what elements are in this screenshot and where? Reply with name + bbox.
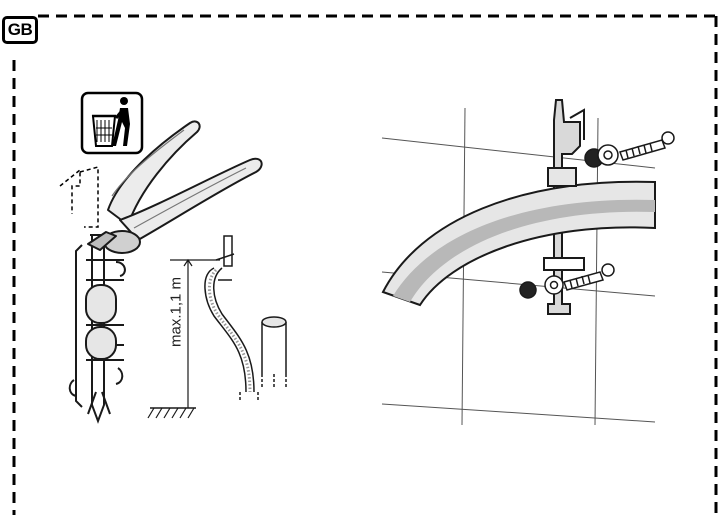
language-badge: GB: [2, 16, 38, 44]
lower-fixing: [519, 263, 615, 299]
pipe-clip: [68, 234, 126, 424]
dispose-in-bin-icon: [80, 91, 144, 155]
washer-icon: [661, 131, 675, 145]
hose-and-pipe: [204, 235, 287, 402]
pliers-icon: [87, 120, 263, 254]
upper-fixing: [584, 131, 675, 168]
height-dimension: [147, 258, 220, 419]
clip-front: [547, 167, 577, 187]
dashed-frame: [12, 14, 718, 515]
max-height-label: max.1,1 m: [167, 276, 185, 348]
screw-icon: [619, 139, 666, 161]
removed-clip-section: [59, 166, 99, 228]
arched-pipe: [381, 180, 656, 307]
